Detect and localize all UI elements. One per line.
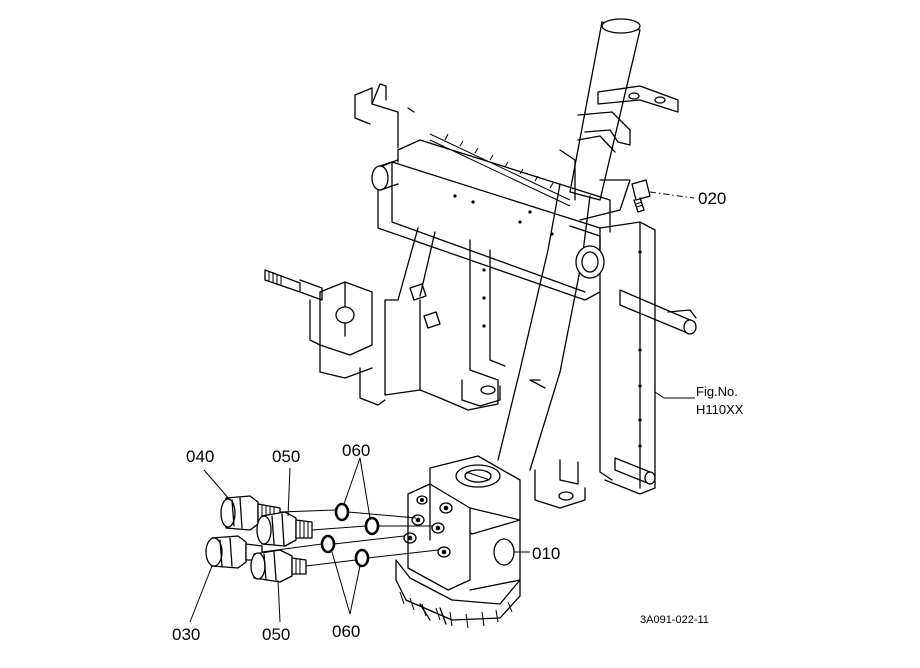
part-010-steering-unit: [395, 455, 521, 629]
figure-info: Fig.No. H110XX 3A091-022-11: [640, 384, 744, 626]
callout-040: 040: [186, 447, 214, 466]
fig-no-value: H110XX: [696, 402, 744, 417]
callout-leaders: [189, 191, 695, 623]
assembly-guide-lines: [261, 509, 439, 567]
support-frame: [264, 83, 697, 509]
callout-010: 010: [532, 544, 560, 563]
part-050-fitting-top: [256, 511, 313, 547]
part-050-fitting-bottom: [250, 549, 307, 583]
callout-030: 030: [172, 625, 200, 644]
callout-020: 020: [698, 189, 726, 208]
callout-050-bottom: 050: [262, 625, 290, 644]
callout-060-top: 060: [342, 441, 370, 460]
steering-column: [497, 18, 679, 471]
callout-labels: 020 010 040 050 060 030 050 060: [172, 189, 726, 644]
part-040-fitting: [220, 495, 281, 531]
drawing-code: 3A091-022-11: [640, 614, 709, 626]
part-020-bolt: [631, 179, 651, 213]
fig-no-label: Fig.No.: [696, 384, 738, 399]
callout-060-bottom: 060: [332, 622, 360, 641]
callout-050-top: 050: [272, 447, 300, 466]
